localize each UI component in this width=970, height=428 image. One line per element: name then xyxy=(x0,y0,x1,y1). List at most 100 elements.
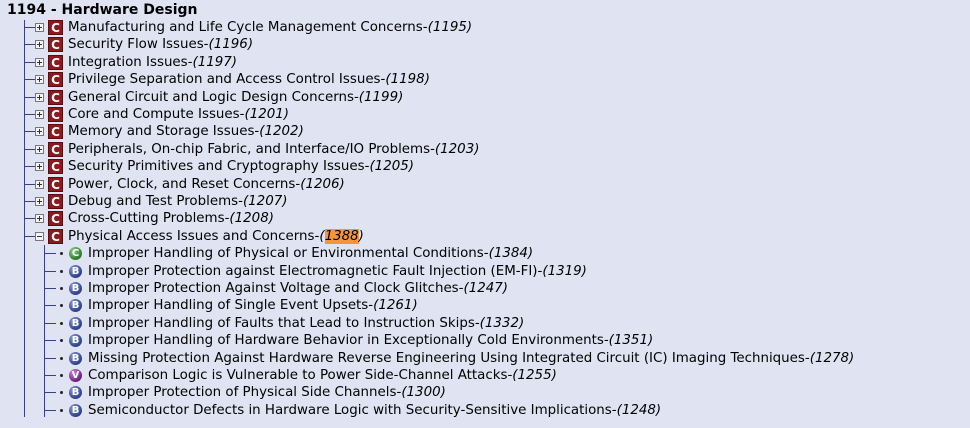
separator: - xyxy=(603,333,609,349)
weakness-label: Comparison Logic is Vulnerable to Power … xyxy=(88,368,508,383)
tree-connector xyxy=(44,409,56,411)
root-heading: 1194 - Hardware Design xyxy=(7,1,198,19)
expand-toggle-icon[interactable] xyxy=(35,75,44,85)
category-id: (1195) xyxy=(427,20,473,35)
leaf-dot-icon xyxy=(60,408,63,412)
leaf-dot-icon xyxy=(60,304,63,308)
separator: - xyxy=(396,385,402,401)
separator: - xyxy=(422,20,428,35)
separator: - xyxy=(368,298,374,314)
weakness-id: (1300) xyxy=(401,385,446,401)
tree-connector xyxy=(24,201,35,202)
weakness-id: (1319) xyxy=(542,263,587,279)
category-id: (1198) xyxy=(385,72,430,88)
expand-toggle-icon[interactable] xyxy=(35,214,44,224)
tree-connector xyxy=(44,253,56,255)
expand-toggle-icon[interactable] xyxy=(35,110,44,119)
id-close: ) xyxy=(358,228,364,244)
tree-connector xyxy=(24,27,35,28)
weakness-row[interactable]: V Comparison Logic is Vulnerable to Power… xyxy=(44,367,557,384)
expand-toggle-icon[interactable] xyxy=(35,144,44,154)
expand-toggle-icon[interactable] xyxy=(35,127,44,137)
weakness-id: (1384) xyxy=(488,246,534,262)
weakness-type-icon: V xyxy=(69,369,82,382)
separator: - xyxy=(353,89,359,105)
weakness-id: (1248) xyxy=(616,402,662,418)
category-label: General Circuit and Logic Design Concern… xyxy=(68,89,354,105)
category-id: (1197) xyxy=(192,54,238,70)
tree-connector xyxy=(24,44,35,46)
separator: - xyxy=(611,402,617,418)
weakness-id: (1278) xyxy=(809,350,855,366)
separator: - xyxy=(295,176,301,192)
tree-connector xyxy=(44,322,56,324)
weakness-label: Improper Protection Against Voltage and … xyxy=(88,281,459,296)
category-id: (1201) xyxy=(244,107,289,122)
category-id: (1208) xyxy=(229,211,274,227)
leaf-dot-icon xyxy=(60,287,63,290)
weakness-id: (1261) xyxy=(373,298,418,314)
weakness-label: Improper Protection of Physical Side Cha… xyxy=(88,385,397,401)
weakness-label: Improper Handling of Hardware Behavior i… xyxy=(88,333,604,349)
expand-toggle-icon[interactable] xyxy=(35,40,44,50)
expand-toggle-icon[interactable] xyxy=(35,23,44,32)
weakness-type-icon: C xyxy=(69,247,82,261)
category-label: Physical Access Issues and Concerns xyxy=(68,228,315,244)
weakness-row[interactable]: B Improper Handling of Hardware Behavior … xyxy=(44,332,653,349)
category-icon: C xyxy=(48,107,63,122)
expand-toggle-icon[interactable] xyxy=(35,179,44,189)
weakness-row[interactable]: B Improper Protection Against Voltage and… xyxy=(44,280,508,297)
root-title: Hardware Design xyxy=(61,2,198,18)
category-label: Cross-Cutting Problems xyxy=(68,211,225,227)
tree-connector xyxy=(44,340,56,342)
weakness-label: Improper Handling of Faults that Lead to… xyxy=(88,315,475,331)
weakness-type-icon: B xyxy=(69,282,82,295)
weakness-label: Improper Protection against Electromagne… xyxy=(88,263,538,279)
expand-toggle-icon[interactable] xyxy=(35,57,44,67)
weakness-id: (1247) xyxy=(463,281,509,296)
category-icon: C xyxy=(48,89,63,105)
category-icon: C xyxy=(48,228,63,244)
weakness-id: (1351) xyxy=(608,333,654,349)
tree-connector xyxy=(44,270,56,272)
separator: - xyxy=(537,263,543,279)
tree-connector xyxy=(44,305,56,307)
category-icon: C xyxy=(48,54,63,70)
leaf-dot-icon xyxy=(60,356,63,360)
separator: - xyxy=(430,141,435,157)
tree-connector xyxy=(24,148,35,150)
weakness-label: Improper Handling of Single Event Upsets xyxy=(88,298,369,314)
separator: - xyxy=(364,159,370,175)
weakness-label: Semiconductor Defects in Hardware Logic … xyxy=(88,402,612,418)
expand-toggle-icon[interactable] xyxy=(35,197,44,206)
separator: - xyxy=(458,281,464,296)
collapse-toggle-icon[interactable] xyxy=(35,231,44,241)
separator: - xyxy=(804,350,810,366)
weakness-label: Missing Protection Against Hardware Reve… xyxy=(88,350,805,366)
tree-connector xyxy=(24,183,35,185)
weakness-type-icon: B xyxy=(69,334,82,348)
leaf-dot-icon xyxy=(60,252,63,256)
expand-toggle-icon[interactable] xyxy=(35,162,44,172)
category-row[interactable]: C General Circuit and Logic Design Concer… xyxy=(24,89,403,106)
expand-toggle-icon[interactable] xyxy=(35,92,44,102)
